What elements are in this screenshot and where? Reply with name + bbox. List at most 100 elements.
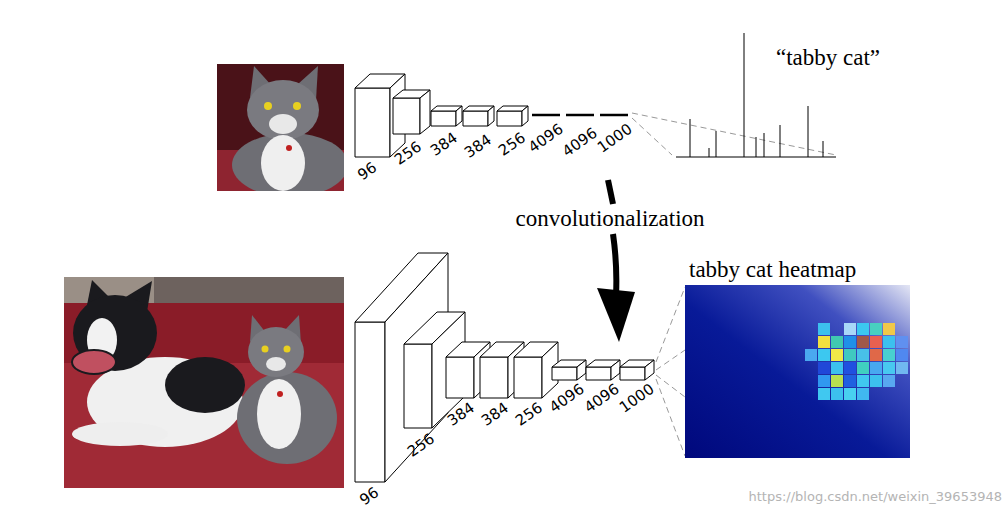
layer-block <box>404 344 432 428</box>
heat-cell <box>896 336 908 348</box>
cat-bell <box>277 391 283 397</box>
heat-cell <box>870 375 882 387</box>
heat-cell <box>844 362 856 374</box>
cat-head <box>248 327 304 377</box>
layer-block <box>645 360 654 380</box>
cat-eye <box>293 102 301 110</box>
heat-cell <box>844 388 856 400</box>
layer-block <box>488 106 494 126</box>
heat-cell <box>857 362 869 374</box>
layer-block <box>514 357 542 398</box>
heat-cell <box>831 388 843 400</box>
layer-block <box>497 111 522 126</box>
heat-cell <box>857 388 869 400</box>
heat-cell <box>870 362 882 374</box>
fc-layers <box>532 114 628 117</box>
cat-body <box>232 133 344 191</box>
layer-size: 256 <box>495 130 528 161</box>
leader-line <box>632 118 672 155</box>
dog-mouth <box>72 350 116 374</box>
cat-eye <box>284 346 291 353</box>
leader-lines <box>656 287 685 456</box>
heat-cell <box>831 362 843 374</box>
layer-block <box>611 360 620 380</box>
class-label: “tabby cat” <box>776 45 880 71</box>
cat-body <box>237 372 337 464</box>
layer-size: 384 <box>478 400 511 431</box>
layer-block <box>480 357 508 398</box>
leader-line <box>656 287 685 362</box>
heatmap-title: tabby cat heatmap <box>689 257 856 283</box>
score-spike <box>780 125 781 157</box>
heat-cell <box>831 375 843 387</box>
cat-bell <box>286 145 292 151</box>
heat-cell <box>818 362 830 374</box>
cat-eye <box>262 346 269 353</box>
heat-cell <box>818 375 830 387</box>
fully-convolutional-net <box>355 253 654 482</box>
heat-cell <box>844 375 856 387</box>
heat-cell <box>883 336 895 348</box>
heat-cell <box>818 349 830 361</box>
heat-cell <box>870 336 882 348</box>
leader-line <box>656 350 685 370</box>
transform-arrow <box>597 180 635 342</box>
layer-size: 1000 <box>594 121 635 157</box>
layer-block <box>431 111 456 126</box>
layer-size: 96 <box>357 484 383 509</box>
heat-cell <box>844 323 856 335</box>
layer-size: 256 <box>512 400 545 431</box>
fc-layer <box>532 114 560 117</box>
leader-lines <box>632 113 836 155</box>
score-spike <box>709 148 710 157</box>
arrow-shaft <box>613 234 616 296</box>
cat-chest <box>261 135 305 191</box>
heatmap <box>685 285 910 458</box>
layer-size: 96 <box>355 159 381 184</box>
heat-cell <box>844 336 856 348</box>
transform-label: convolutionalization <box>515 206 704 232</box>
layer-size: 1000 <box>616 381 657 417</box>
heatmap-cells <box>805 323 908 400</box>
cat-muzzle <box>266 357 286 371</box>
score-spike <box>756 137 757 157</box>
layer-block <box>620 367 645 380</box>
score-spike <box>716 131 717 157</box>
heat-cell <box>896 362 908 374</box>
heat-cell <box>883 362 895 374</box>
heat-cell <box>883 323 895 335</box>
dog-paw <box>72 422 168 446</box>
layer-block <box>420 90 430 134</box>
heat-cell <box>844 349 856 361</box>
heat-cell <box>883 375 895 387</box>
heat-cell <box>857 323 869 335</box>
leader-line <box>656 379 685 456</box>
heat-cell <box>805 349 817 361</box>
cat-photo <box>217 64 344 191</box>
heatmap-ground <box>685 285 910 458</box>
leader-line <box>656 375 685 397</box>
layer-size: 4096 <box>525 121 566 157</box>
cat-eye <box>264 102 272 110</box>
heat-cell <box>857 349 869 361</box>
score-spike <box>808 106 809 157</box>
layer-block <box>393 98 420 134</box>
arrow-dash <box>608 180 613 204</box>
heat-cell <box>818 336 830 348</box>
score-spike <box>823 141 824 157</box>
photo-background <box>64 277 344 488</box>
heat-cell <box>857 375 869 387</box>
heat-cell <box>896 349 908 361</box>
layer-block <box>552 367 577 380</box>
heat-cell <box>870 349 882 361</box>
watermark: https://blog.csdn.net/weixin_39653948 <box>748 490 1002 505</box>
heat-cell <box>818 388 830 400</box>
heat-cell <box>818 323 830 335</box>
dog-patch <box>165 357 245 413</box>
heat-cell <box>831 349 843 361</box>
arrow-head <box>597 288 635 342</box>
layer-size: 384 <box>461 132 494 163</box>
fc-layer <box>566 114 594 117</box>
layer-block <box>463 111 488 126</box>
